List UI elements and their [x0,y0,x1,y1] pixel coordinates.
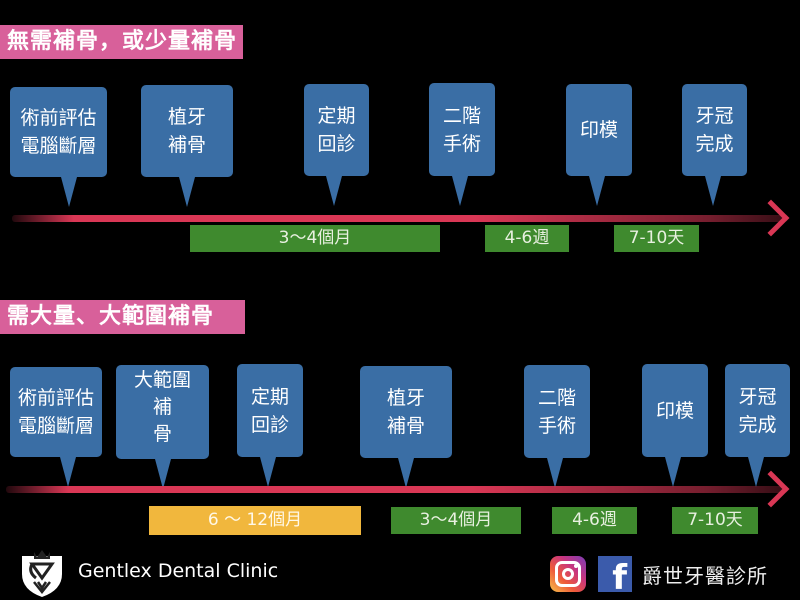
step-pre-op-evaluation: 術前評估 電腦斷層 [10,367,102,457]
step-label: 植牙 [386,387,425,409]
step-pointer [452,176,468,206]
section-title-no-bone-graft: 無需補骨，或少量補骨 [0,25,243,59]
step-label: 補骨 [167,134,206,156]
step-label: 術前評估 [20,107,97,129]
step-pointer [326,176,342,206]
step-label: 二階 [537,386,576,409]
step-pointer [589,176,605,206]
step-implant-bone-graft: 植牙 補骨 [360,366,452,458]
step-label: 完成 [695,133,734,155]
step-pointer [61,177,77,207]
step-label: 印模 [655,399,694,422]
duration-bar: 6 ～ 12個月 [149,506,361,535]
instagram-dot [574,564,578,568]
step-pointer [665,457,681,487]
duration-bar: 3～4個月 [391,507,521,534]
clinic-chinese-name: 爵世牙醫診所 [642,564,768,588]
shield-crown-logo [22,550,62,597]
step-label: 手術 [442,132,481,155]
step-label: 補 [152,396,172,418]
step-label: 牙冠 [738,385,777,408]
instagram-frame [555,561,581,587]
duration-bar: 3～4個月 [190,225,440,252]
step-pointer [260,457,276,487]
step-regular-followup: 定期 回診 [304,84,369,176]
step-crown-complete: 牙冠 完成 [725,364,790,457]
step-label: 回診 [317,133,356,155]
step-pointer [398,458,414,488]
step-regular-followup: 定期 回診 [237,364,303,457]
duration-bar: 7-10天 [614,225,699,252]
step-pre-op-evaluation: 術前評估 電腦斷層 [10,87,107,177]
timeline-arrow-head [752,199,790,237]
step-pointer [60,457,76,487]
duration-bar: 4-6週 [485,225,569,252]
step-label: 牙冠 [695,105,734,127]
step-pointer [547,458,563,488]
step-label: 印模 [579,119,618,141]
step-label: 植牙 [167,106,206,128]
section-title-extensive-bone-graft: 需大量、大範圍補骨 [0,300,245,334]
step-label: 補骨 [386,415,425,437]
step-label: 骨 [152,423,172,445]
step-pointer [179,177,195,207]
step-pointer [748,457,764,487]
step-extensive-bone-graft: 大範圍 補 骨 [116,365,209,459]
step-label: 回診 [250,413,289,436]
step-label: 大範圍 [133,369,191,391]
step-crown-complete: 牙冠 完成 [682,84,747,176]
step-label: 定期 [250,385,289,408]
facebook-icon[interactable]: f [598,556,632,592]
step-label: 電腦斷層 [17,415,94,437]
step-second-stage-surgery: 二階 手術 [429,83,495,176]
step-label: 二階 [442,104,481,127]
step-implant-bone-graft: 植牙 補骨 [141,85,233,177]
timeline-arrow [6,486,782,493]
step-label: 電腦斷層 [20,135,97,157]
duration-bar: 7-10天 [672,507,758,534]
step-impression: 印模 [566,84,632,176]
step-label: 完成 [738,413,777,436]
step-pointer [705,176,721,206]
instagram-icon[interactable] [550,556,586,592]
step-pointer [155,459,171,489]
duration-bar: 4-6週 [552,507,637,534]
step-label: 手術 [537,414,576,437]
step-second-stage-surgery: 二階 手術 [524,365,590,458]
timeline-arrow [12,215,784,222]
step-label: 術前評估 [17,387,94,409]
step-impression: 印模 [642,364,708,457]
instagram-lens [562,568,574,580]
clinic-brand-name: Gentlex Dental Clinic [78,560,279,582]
step-label: 定期 [317,105,356,127]
